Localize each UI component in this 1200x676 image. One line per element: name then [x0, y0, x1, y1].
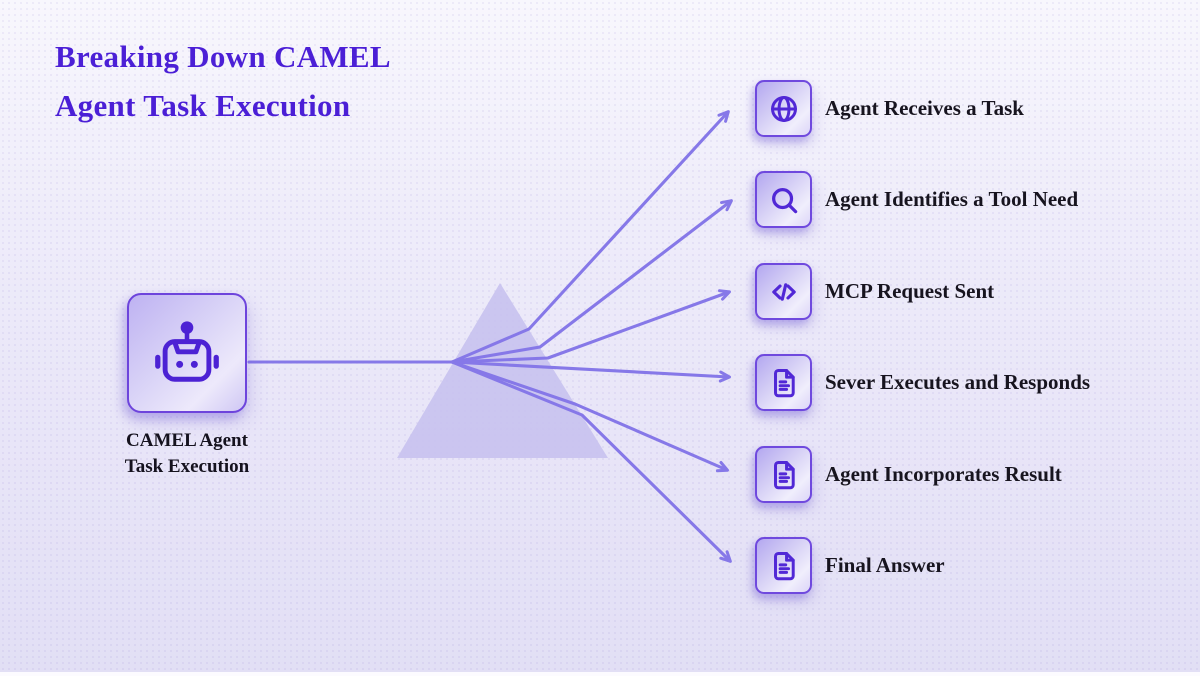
step-3-label: MCP Request Sent: [825, 279, 995, 303]
document-icon: [773, 460, 795, 489]
ray-to-step-3: [450, 289, 731, 364]
ray-to-step-6: [450, 360, 732, 563]
step-2-tile: [755, 171, 812, 228]
bottom-edge-strip: [0, 672, 1200, 676]
camel-agent-tile: [127, 293, 247, 413]
title-line-2: Agent Task Execution: [55, 88, 351, 123]
ray-to-step-1: [450, 110, 730, 364]
step-agent-receives-task: Agent Receives a Task: [755, 80, 1024, 137]
step-agent-incorporates-result: Agent Incorporates Result: [755, 446, 1062, 503]
ray-to-step-2: [450, 199, 733, 364]
globe-icon: [770, 95, 797, 122]
step-server-executes-responds: Sever Executes and Responds: [755, 354, 1090, 411]
code-icon: [771, 282, 796, 301]
step-mcp-request-sent: MCP Request Sent: [755, 263, 994, 320]
step-1-label: Agent Receives a Task: [825, 96, 1024, 120]
step-final-answer: Final Answer: [755, 537, 945, 594]
step-3-tile: [755, 263, 812, 320]
step-5-tile: [755, 446, 812, 503]
ray-to-step-4: [450, 360, 731, 383]
robot-icon: [155, 321, 219, 382]
step-4-label: Sever Executes and Responds: [825, 370, 1091, 394]
agent-label-line-1: CAMEL Agent: [126, 430, 248, 451]
step-2-label: Agent Identifies a Tool Need: [825, 187, 1079, 211]
page-title: Breaking Down CAMEL Agent Task Execution: [55, 32, 391, 130]
step-1-tile: [755, 80, 812, 137]
document-icon: [773, 551, 795, 580]
step-4-tile: [755, 354, 812, 411]
camel-agent-label: CAMEL Agent Task Execution: [87, 428, 287, 480]
search-icon: [771, 187, 797, 213]
document-icon: [773, 368, 795, 397]
step-6-tile: [755, 537, 812, 594]
ray-to-step-5: [450, 360, 729, 473]
step-5-label: Agent Incorporates Result: [825, 462, 1062, 486]
agent-label-line-2: Task Execution: [124, 456, 250, 477]
prism-triangle: [397, 283, 608, 458]
title-line-1: Breaking Down CAMEL: [55, 39, 391, 74]
step-agent-identifies-tool: Agent Identifies a Tool Need: [755, 171, 1078, 228]
step-6-label: Final Answer: [825, 553, 945, 577]
